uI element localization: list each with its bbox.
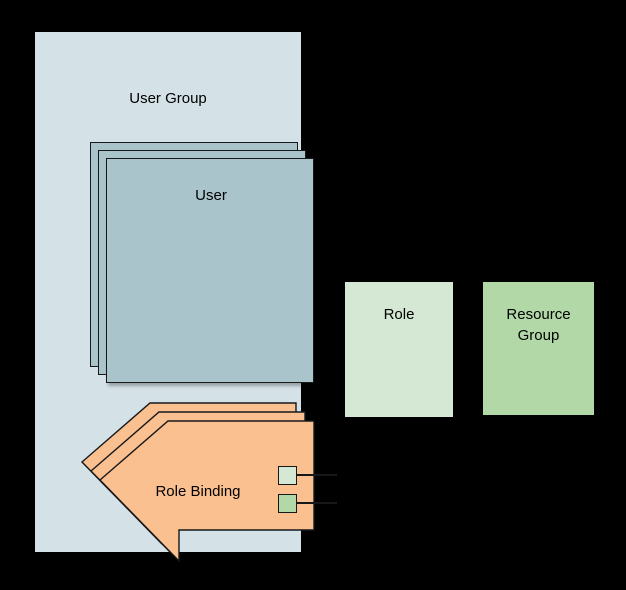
role-connector-square[interactable]	[278, 466, 297, 485]
role-binding-label: Role Binding	[155, 483, 241, 500]
resource-group-connector-line	[296, 502, 337, 505]
user-group-container[interactable]: User Group User Role Binding	[35, 32, 337, 563]
role-connector-line	[296, 474, 337, 477]
role-label: Role	[383, 306, 415, 323]
role-box[interactable]: Role	[345, 282, 453, 417]
user-card-front[interactable]: User	[106, 158, 314, 383]
role-binding-arrow-front[interactable]	[98, 420, 315, 572]
resource-group-connector-square[interactable]	[278, 494, 297, 513]
user-group-label: User Group	[129, 90, 207, 107]
user-label: User	[195, 187, 227, 204]
resource-group-box[interactable]: Resource Group	[483, 282, 594, 415]
resource-group-label: Resource Group	[506, 306, 571, 344]
